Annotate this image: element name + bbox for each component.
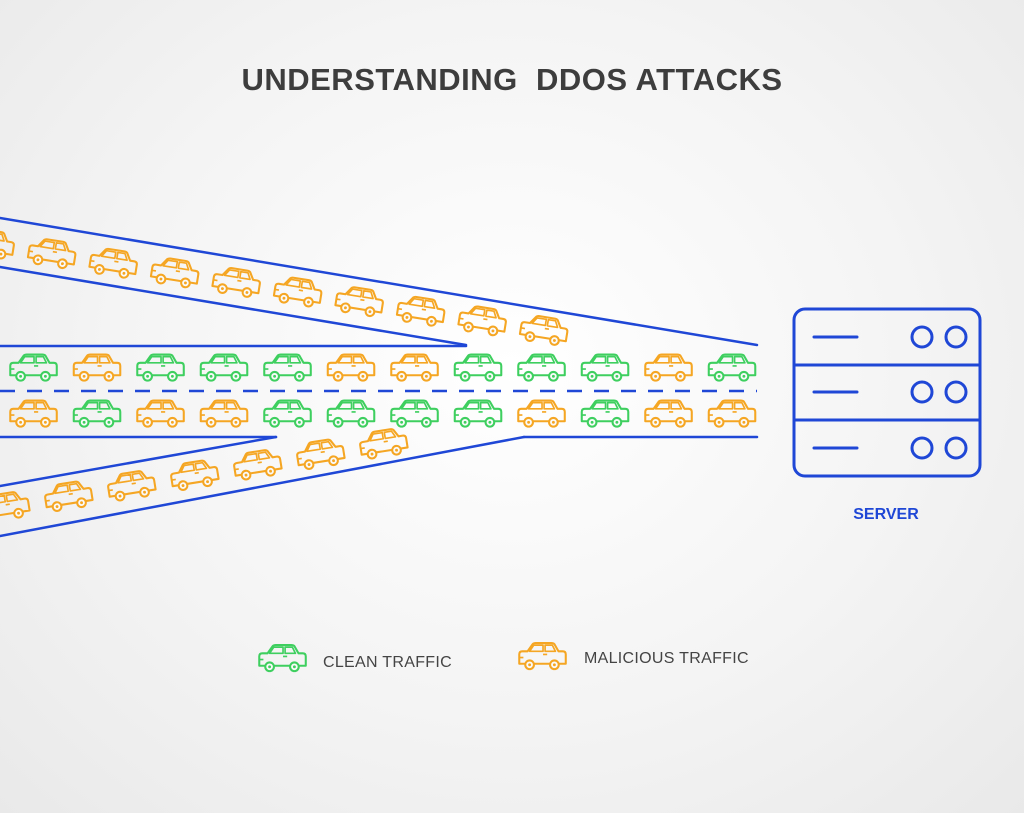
upper-road-car	[87, 245, 140, 281]
upper-road-car	[272, 274, 325, 310]
main-bottom-lane-car	[707, 399, 757, 428]
main-top-lane-car	[199, 353, 249, 382]
upper-road-car	[395, 293, 448, 329]
upper-road-car	[456, 302, 509, 339]
upper-road-car	[149, 254, 202, 291]
main-top-lane-car	[644, 353, 693, 382]
main-top-lane-car	[72, 353, 122, 382]
upper-road-bottom-edge	[0, 265, 468, 347]
main-bottom-lane-car	[326, 399, 376, 428]
server-label: SERVER	[853, 506, 919, 523]
main-bottom-lane-car	[453, 399, 503, 428]
main-bottom-lane-car	[199, 399, 249, 428]
upper-road-car	[210, 264, 263, 300]
lower-road-car	[294, 436, 347, 472]
main-top-lane-car	[263, 353, 312, 382]
server-led	[944, 380, 968, 404]
main-top-lane-car	[580, 353, 630, 382]
legend-malicious-label: MALICIOUS TRAFFIC	[584, 650, 749, 667]
server-led	[910, 436, 934, 460]
server-frame	[792, 307, 982, 478]
lower-road-car	[357, 425, 410, 462]
server-led	[944, 436, 968, 460]
lower-road-car	[0, 488, 32, 525]
main-bottom-lane-car	[9, 399, 58, 428]
upper-road-car	[0, 226, 17, 262]
legend-clean-label: CLEAN TRAFFIC	[323, 654, 452, 671]
server-led	[910, 380, 934, 404]
main-bottom-lane-car	[517, 399, 566, 428]
main-bottom-lane-car	[72, 399, 122, 428]
main-top-lane-car	[707, 353, 757, 382]
lower-road-bottom-edge	[0, 435, 526, 538]
upper-road-car	[333, 283, 386, 319]
lower-road-car	[42, 478, 95, 514]
clean-traffic-car-icon	[258, 644, 307, 673]
malicious-traffic-car-icon	[518, 642, 567, 671]
upper-road-top-edge	[0, 216, 759, 347]
traffic-cars	[0, 226, 757, 525]
main-bottom-lane-car	[390, 399, 439, 428]
main-bottom-lane-car	[580, 399, 630, 428]
main-bottom-lane-car	[644, 399, 693, 428]
lower-road-car	[105, 467, 158, 504]
server-led	[944, 325, 968, 349]
road-network	[0, 216, 759, 538]
lower-road-car	[168, 457, 221, 493]
main-top-lane-car	[453, 353, 503, 382]
main-bottom-lane-car	[136, 399, 185, 428]
server-led	[910, 325, 934, 349]
main-bottom-lane-car	[263, 399, 312, 428]
main-top-lane-car	[136, 353, 185, 382]
main-top-lane-car	[390, 353, 439, 382]
server-icon	[792, 307, 982, 478]
main-top-lane-car	[517, 353, 566, 382]
lower-road-top-edge	[0, 435, 278, 488]
main-top-lane-car	[9, 353, 58, 382]
upper-road-car	[518, 312, 571, 348]
diagram-title: UNDERSTANDING DDOS ATTACKS	[241, 62, 783, 97]
main-top-lane-car	[326, 353, 376, 382]
legend: CLEAN TRAFFIC MALICIOUS TRAFFIC	[258, 642, 749, 673]
upper-road-car	[26, 235, 79, 271]
lower-road-car	[231, 446, 284, 483]
